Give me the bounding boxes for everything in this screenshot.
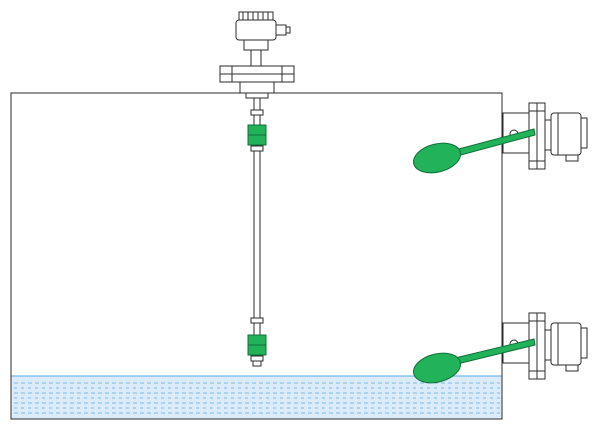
stem-end-cap [252,360,262,367]
stop-collar [250,317,264,324]
side-mounted-float-switch-lower [412,312,588,384]
liquid [11,375,502,419]
housing-neck [544,329,552,361]
flange-collar [239,81,275,94]
housing-cap [580,327,588,359]
side-mounted-float-switch-upper [412,102,588,174]
cable-entry [565,154,579,162]
stop-collar [250,145,264,152]
head-body [235,19,277,41]
flange-upper [219,65,295,75]
flange-lower [219,73,295,83]
stop-collar [250,355,264,362]
top-mounted-multipoint-float-switch [219,11,295,367]
head-neck [243,39,269,51]
ball-float [412,352,462,384]
side-flange-b [536,312,546,380]
stop-collar [250,109,264,116]
junction-head [235,11,291,67]
top-flange [219,65,295,99]
ball-float [412,142,462,174]
switch-housing [550,322,582,366]
upper-float-assembly [247,109,267,152]
housing-cap [580,117,588,149]
cable-entry [565,364,579,372]
cable-gland [275,24,287,36]
switch-housing [550,112,582,156]
head-stem [250,49,262,67]
housing-neck [544,119,552,151]
side-flange-b [536,102,546,170]
